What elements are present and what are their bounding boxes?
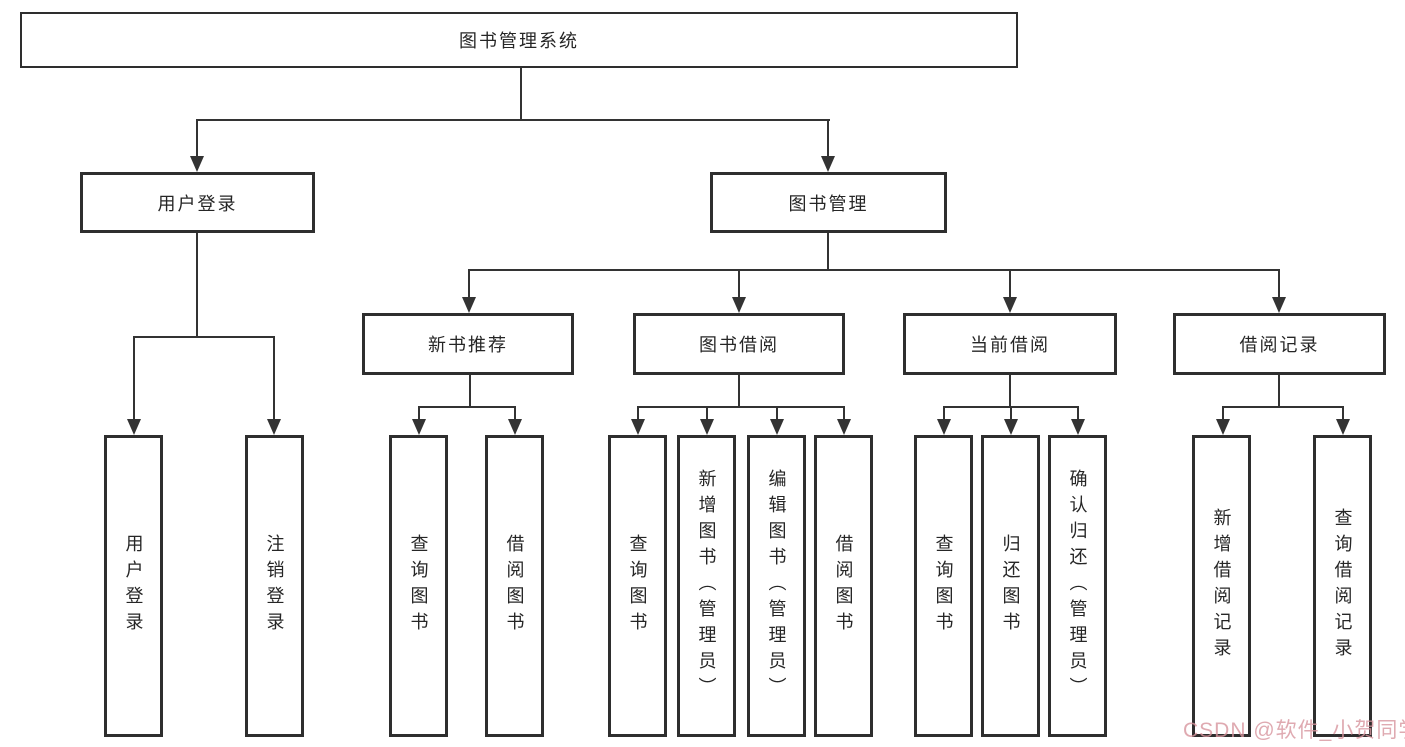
node-label: 查询图书: [627, 534, 648, 638]
arrow-down-icon: [732, 297, 746, 313]
node-label: 图书管理系统: [459, 31, 579, 51]
node-label: 借阅记录: [1239, 335, 1320, 355]
connector-drop: [738, 269, 740, 297]
leaf-add-borrow-record: 新增借阅记录: [1192, 435, 1251, 737]
node-label: 查询借阅记录: [1332, 508, 1353, 664]
connector-user-login-stem: [196, 233, 198, 338]
connector-drop: [273, 336, 275, 419]
leaf-query-borrow-record: 查询借阅记录: [1313, 435, 1372, 737]
node-label: 查询图书: [933, 534, 954, 638]
connector-drop: [1222, 406, 1224, 419]
arrow-down-icon: [462, 297, 476, 313]
node-label: 借阅图书: [504, 534, 525, 638]
leaf-query-books-borrowing: 查询图书: [608, 435, 667, 737]
arrow-down-icon: [267, 419, 281, 435]
connector-drop: [514, 406, 516, 419]
leaf-borrow-books-recommend: 借阅图书: [485, 435, 544, 737]
connector-drop: [1342, 406, 1344, 419]
connector-book-mgmt-stem: [827, 233, 829, 271]
node-label: 当前借阅: [970, 335, 1050, 355]
node-library-management-system: 图书管理系统: [20, 12, 1018, 68]
node-label: 用户登录: [157, 193, 238, 214]
connector-book-mgmt-drop: [827, 119, 829, 157]
arrow-down-icon: [127, 419, 141, 435]
connector-user-login-drop: [196, 119, 198, 157]
leaf-add-books-admin: 新增图书（管理员）: [677, 435, 736, 737]
connector-drop: [637, 406, 639, 419]
connector-drop: [468, 269, 470, 297]
leaf-user-login: 用户登录: [104, 435, 163, 737]
arrow-down-icon: [1216, 419, 1230, 435]
leaf-return-books: 归还图书: [981, 435, 1040, 737]
node-user-login: 用户登录: [80, 172, 315, 233]
node-borrowing-records: 借阅记录: [1173, 313, 1386, 375]
leaf-borrow-books: 借阅图书: [814, 435, 873, 737]
arrow-down-icon: [937, 419, 951, 435]
connector-user-login-rail: [133, 336, 275, 338]
connector-drop: [776, 406, 778, 419]
connector-drop: [706, 406, 708, 419]
leaf-query-books-recommend: 查询图书: [389, 435, 448, 737]
node-label: 查询图书: [408, 534, 429, 638]
node-book-borrowing: 图书借阅: [633, 313, 845, 375]
arrow-down-icon: [190, 156, 204, 172]
node-label: 图书借阅: [699, 335, 779, 355]
leaf-logout: 注销登录: [245, 435, 304, 737]
arrow-down-icon: [1071, 419, 1085, 435]
connector-rail: [418, 406, 516, 408]
node-label: 归还图书: [1000, 534, 1021, 638]
node-label: 编辑图书（管理员）: [766, 469, 787, 703]
node-new-book-recommend: 新书推荐: [362, 313, 574, 375]
csdn-watermark: CSDN @软件_小贺同学: [1183, 719, 1405, 742]
node-label: 注销登录: [264, 534, 285, 638]
connector-drop: [1010, 406, 1012, 419]
arrow-down-icon: [1272, 297, 1286, 313]
arrow-down-icon: [631, 419, 645, 435]
arrow-down-icon: [837, 419, 851, 435]
node-label: 用户登录: [123, 534, 144, 638]
node-current-borrowing: 当前借阅: [903, 313, 1117, 375]
node-label: 确认归还（管理员）: [1067, 469, 1088, 703]
arrow-down-icon: [508, 419, 522, 435]
connector-rail: [637, 406, 844, 408]
connector-root-rail: [196, 119, 830, 121]
leaf-edit-books-admin: 编辑图书（管理员）: [747, 435, 806, 737]
connector-rail: [1222, 406, 1343, 408]
connector-book-mgmt-rail: [468, 269, 1280, 271]
arrow-down-icon: [412, 419, 426, 435]
node-label: 借阅图书: [833, 534, 854, 638]
arrow-down-icon: [1004, 419, 1018, 435]
node-label: 新增图书（管理员）: [696, 469, 717, 703]
arrow-down-icon: [1003, 297, 1017, 313]
connector-stem: [738, 375, 740, 408]
connector-drop: [133, 336, 135, 419]
node-label: 新增借阅记录: [1211, 508, 1232, 664]
connector-stem: [1009, 375, 1011, 408]
connector-drop: [943, 406, 945, 419]
arrow-down-icon: [770, 419, 784, 435]
connector-drop: [1077, 406, 1079, 419]
connector-drop: [1009, 269, 1011, 297]
leaf-confirm-return-admin: 确认归还（管理员）: [1048, 435, 1107, 737]
arrow-down-icon: [821, 156, 835, 172]
node-book-management: 图书管理: [710, 172, 947, 233]
connector-root-stem: [520, 68, 522, 121]
connector-stem: [1278, 375, 1280, 408]
arrow-down-icon: [700, 419, 714, 435]
node-label: 图书管理: [788, 193, 869, 214]
connector-drop: [843, 406, 845, 419]
leaf-query-books-current: 查询图书: [914, 435, 973, 737]
connector-stem: [469, 375, 471, 408]
connector-drop: [418, 406, 420, 419]
connector-drop: [1278, 269, 1280, 297]
arrow-down-icon: [1336, 419, 1350, 435]
node-label: 新书推荐: [428, 335, 508, 355]
